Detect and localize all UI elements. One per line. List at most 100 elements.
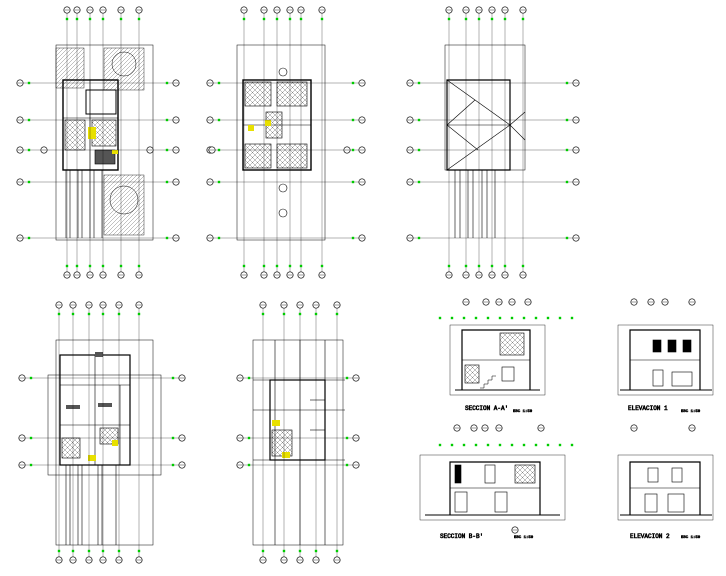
dimension-mark bbox=[565, 148, 569, 152]
dimension-mark bbox=[521, 264, 525, 268]
dimension-mark bbox=[351, 236, 355, 240]
dimension-mark bbox=[565, 118, 569, 122]
dimension-mark bbox=[217, 148, 221, 152]
dimension-mark bbox=[477, 264, 481, 268]
dimension-mark bbox=[438, 316, 442, 320]
dimension-mark bbox=[242, 264, 246, 268]
section-b-b-title: SECCION B-B' bbox=[440, 533, 483, 540]
dimension-mark bbox=[171, 436, 175, 440]
dimension-mark bbox=[314, 549, 318, 553]
dimension-mark bbox=[137, 549, 141, 553]
dimension-mark bbox=[282, 312, 286, 316]
dimension-mark bbox=[117, 549, 121, 553]
dimension-mark bbox=[217, 236, 221, 240]
dimension-mark bbox=[262, 264, 266, 268]
dimension-mark bbox=[27, 118, 31, 122]
dimension-mark bbox=[546, 443, 550, 447]
dimension-mark bbox=[171, 463, 175, 467]
dimension-mark bbox=[510, 316, 514, 320]
dimension-mark bbox=[88, 264, 92, 268]
dimension-mark bbox=[165, 180, 169, 184]
dimension-mark bbox=[87, 312, 91, 316]
elevation-2-title: ELEVACION 2 bbox=[630, 533, 670, 540]
dimension-mark bbox=[247, 376, 251, 380]
dimension-mark bbox=[320, 264, 324, 268]
dimension-mark bbox=[335, 312, 339, 316]
dimension-mark bbox=[351, 148, 355, 152]
dimension-mark bbox=[558, 316, 562, 320]
dimension-mark bbox=[299, 264, 303, 268]
dimension-mark bbox=[521, 17, 525, 21]
elevation-2: ELEVACION 2 ESC 1:50 bbox=[617, 454, 714, 540]
dimension-mark bbox=[171, 376, 175, 380]
dimension-mark bbox=[503, 17, 507, 21]
dimension-mark bbox=[447, 264, 451, 268]
dimension-mark bbox=[137, 17, 141, 21]
dimension-mark bbox=[71, 549, 75, 553]
dimension-mark bbox=[65, 17, 69, 21]
dimension-mark bbox=[450, 443, 454, 447]
dimension-mark bbox=[88, 17, 92, 21]
dimension-mark bbox=[217, 180, 221, 184]
dimension-mark bbox=[486, 443, 490, 447]
dimension-mark bbox=[165, 81, 169, 85]
dimension-mark bbox=[298, 549, 302, 553]
dimension-mark bbox=[510, 443, 514, 447]
dimension-mark bbox=[474, 316, 478, 320]
dimension-mark bbox=[570, 316, 574, 320]
dimension-mark bbox=[261, 549, 265, 553]
dimension-mark bbox=[242, 17, 246, 21]
dimension-mark bbox=[438, 443, 442, 447]
dimension-mark bbox=[75, 17, 79, 21]
dimension-mark bbox=[490, 17, 494, 21]
dimension-mark bbox=[57, 312, 61, 316]
dimension-mark bbox=[417, 180, 421, 184]
dimension-mark bbox=[474, 443, 478, 447]
dimension-mark bbox=[522, 443, 526, 447]
dimension-mark bbox=[498, 443, 502, 447]
dimension-mark bbox=[486, 316, 490, 320]
tree-icon bbox=[109, 185, 139, 215]
dimension-mark bbox=[490, 264, 494, 268]
dimension-mark bbox=[165, 148, 169, 152]
dimension-mark bbox=[29, 463, 33, 467]
dimension-mark bbox=[522, 316, 526, 320]
dimension-mark bbox=[119, 264, 123, 268]
north-arrow-icon bbox=[278, 183, 288, 193]
dimension-mark bbox=[27, 180, 31, 184]
dimension-mark bbox=[247, 436, 251, 440]
dimension-mark bbox=[217, 81, 221, 85]
dimension-mark bbox=[71, 312, 75, 316]
dimension-mark bbox=[320, 17, 324, 21]
upper-floor-plan bbox=[236, 44, 326, 241]
section-a-a: SECCION A-A' ESC 1:50 bbox=[449, 324, 546, 414]
dimension-mark bbox=[335, 549, 339, 553]
elevation-1: ELEVACION 1 ESC 1:50 bbox=[617, 324, 714, 414]
dimension-mark bbox=[275, 17, 279, 21]
dimension-mark bbox=[282, 549, 286, 553]
dimension-mark bbox=[351, 180, 355, 184]
dimension-mark bbox=[117, 312, 121, 316]
dimension-mark bbox=[261, 312, 265, 316]
dimension-mark bbox=[565, 236, 569, 240]
dimension-mark bbox=[288, 264, 292, 268]
dimension-mark bbox=[57, 549, 61, 553]
dimension-mark bbox=[417, 236, 421, 240]
structural-plan bbox=[252, 339, 345, 546]
dimension-mark bbox=[565, 180, 569, 184]
dimension-mark bbox=[498, 316, 502, 320]
section-a-a-scale: ESC 1:50 bbox=[513, 410, 533, 414]
dimension-mark bbox=[546, 316, 550, 320]
dimension-mark bbox=[351, 118, 355, 122]
dimension-mark bbox=[75, 264, 79, 268]
dimension-mark bbox=[345, 436, 349, 440]
roof-plan bbox=[444, 44, 526, 238]
elevation-2-scale: ESC 1:50 bbox=[681, 536, 701, 540]
dimension-mark bbox=[447, 17, 451, 21]
dimension-mark bbox=[417, 81, 421, 85]
dimension-mark bbox=[314, 312, 318, 316]
dimension-mark bbox=[345, 376, 349, 380]
dimension-mark bbox=[27, 236, 31, 240]
dimension-mark bbox=[464, 264, 468, 268]
